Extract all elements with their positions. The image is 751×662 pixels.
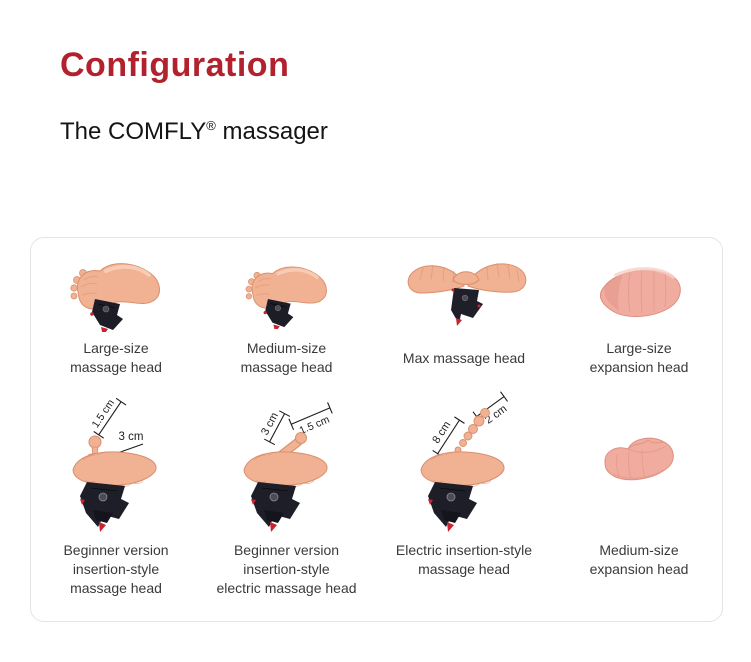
product-cell-electric-insertion-massage-head: 8 cm 2 cm (372, 386, 556, 621)
measurement-label: 3 cm (119, 431, 144, 443)
product-cell-medium-size-expansion-head: Medium-size expansion head (556, 386, 722, 621)
brand-name: The COMFLY (60, 118, 207, 145)
products-card: Large-size massage head (30, 237, 723, 622)
product-label: Max massage head (402, 349, 526, 366)
product-label: Electric insertion-style massage head (395, 542, 533, 577)
product-cell-medium-size-massage-head: Medium-size massage head (201, 238, 372, 386)
product-cell-beginner-insertion-massage-head: 1.5 cm 3 cm (31, 386, 201, 621)
measurement-label: 8 cm (430, 419, 453, 446)
product-cell-beginner-insertion-electric-massage-head: 3 cm 1.5 cm (201, 386, 372, 621)
measurement-callout-tip: 1.5 cm (287, 402, 333, 437)
measurement-callout-stem: 3 cm (259, 410, 290, 446)
product-cell-max-massage-head: Max massage head (372, 238, 556, 386)
product-image-wrapper: 1.5 cm 3 cm (55, 386, 177, 536)
max-massage-head-illustration (407, 262, 527, 326)
beginner-insertion-massage-head-illustration: 1.5 cm 3 cm (72, 397, 157, 532)
registered-trademark-mark: ® (206, 118, 216, 133)
product-label: Large-size massage head (70, 340, 162, 375)
product-image-wrapper: 8 cm 2 cm (403, 386, 525, 536)
products-grid: Large-size massage head (31, 238, 722, 621)
large-size-expansion-head-illustration (599, 267, 681, 317)
product-cell-large-size-massage-head: Large-size massage head (31, 238, 201, 386)
product-image-wrapper: 3 cm 1.5 cm (226, 386, 348, 536)
product-label: Large-size expansion head (589, 340, 689, 375)
product-image-wrapper (238, 254, 336, 334)
electric-insertion-massage-head-illustration: 8 cm 2 cm (420, 391, 509, 532)
beginner-insertion-electric-massage-head-illustration: 3 cm 1.5 cm (242, 402, 333, 532)
product-label: Beginner version insertion-style massage… (63, 542, 169, 596)
product-label: Medium-size massage head (240, 340, 333, 375)
medium-size-expansion-head-illustration (604, 437, 674, 481)
product-cell-large-size-expansion-head: Large-size expansion head (556, 238, 722, 386)
medium-size-massage-head-illustration (245, 266, 327, 329)
product-label: Beginner version insertion-style electri… (216, 542, 357, 596)
page-title: Configuration (60, 46, 290, 84)
product-image-wrapper (62, 254, 170, 334)
product-label: Medium-size expansion head (589, 542, 689, 577)
product-image-wrapper (397, 254, 531, 334)
measurement-label: 3 cm (259, 411, 281, 438)
large-size-massage-head-illustration (70, 263, 160, 332)
product-image-wrapper (586, 254, 692, 334)
product-image-wrapper (591, 386, 687, 536)
subtitle-rest: massager (215, 118, 328, 145)
page-subtitle: The COMFLY® massager (60, 118, 328, 146)
